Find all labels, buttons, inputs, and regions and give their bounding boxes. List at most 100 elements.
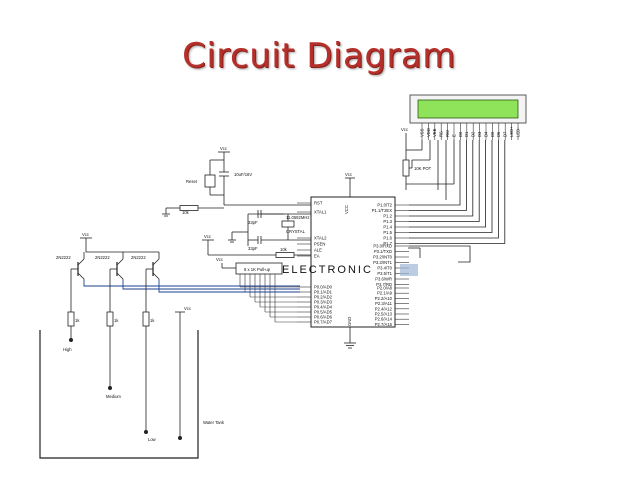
mcu-pin-label: ALE [314,248,322,253]
lcd-pin-label: D3 [477,131,482,137]
transistor-vcc-label: Vcc [82,232,89,237]
potentiometer: 10K POT Vcc [401,127,432,190]
mcu-pin-label: P3.0/RXD [373,244,392,249]
transistor: 2N2222 1k [95,252,300,390]
ea-pullup: Vcc 10k [202,234,311,258]
mcu-pin-label: P2.1/A9 [377,291,393,296]
mcu-pin-label: P0.4/AD4 [314,305,333,310]
mcu-pin-label: P0.5/AD5 [314,310,333,315]
mcu-pin-label: P0.3/AD3 [314,300,333,305]
probe-res-label: 1k [75,318,80,323]
lcd-pin-label: D1 [464,131,469,137]
mcu-pin-label: P2.6/A14 [375,317,393,322]
mcu-pin-label: P0.2/AD2 [314,295,333,300]
transistor-label: 2N2222 [131,255,146,260]
mcu-pin-label: PSEN [314,242,325,247]
mcu-pin-label: P1.6 [383,236,392,241]
mcu-pin-label: P1.2 [383,214,392,219]
mcu-pin-label: P3.2/INT0 [373,255,393,260]
pot-label: 10K POT [414,166,432,171]
transistor-array: 2N2222 1k 2N2222 1k 2N2222 1k Vcc [56,232,300,434]
mcu-pin-label: P2.4/A12 [375,306,393,311]
p3-wiring [408,247,421,258]
crystal [281,220,295,228]
mcu-pin-label: P1.7 [383,241,392,246]
mcu-pin-label: P2.0/A8 [377,286,393,291]
mcu-pin-label: P1.1/T2EX [372,208,392,213]
level-low-label: Low [148,437,157,442]
mcu-pin-label: RST [314,201,323,206]
mcu-pin-label: P0.7/AD7 [314,320,333,325]
data-bus [409,140,506,263]
mcu-pin-label: P2.3/A11 [375,301,393,306]
mcu-pin-label: P2.2/A10 [375,296,393,301]
mcu-pin-label: P0.6/AD6 [314,315,333,320]
tank-label: Water Tank [203,420,225,425]
lcd-pin-label: D2 [471,131,476,137]
crystal-freq-label: 11.0592MHz [286,215,309,220]
mcu-pin-label: P0.1/AD1 [314,290,333,295]
svg-text:VCC: VCC [344,205,349,214]
reset-label: Reset [186,179,198,184]
page-title: Circuit Diagram [182,36,456,76]
mcu-pin-label: P1.0/T2 [377,203,392,208]
lcd-pin-label: VSS [419,128,424,137]
lcd-pin-label: RW [445,130,450,137]
crystal-label: CRYSTAL [286,229,306,234]
probe-res-label: 1k [114,318,119,323]
reset-cap-label: 10uF/16V [234,172,252,177]
ea-res-label: 10k [280,247,288,252]
lcd-pin-label: D0 [458,131,463,137]
reset-res-label: 10k [182,210,190,215]
mcu-pin-label: P3.1/TXD [374,249,392,254]
probe-res-label: 1k [150,318,155,323]
mcu-pin-label: P3.3/INT1 [373,260,393,265]
mcu-pin-label: P1.3 [383,219,392,224]
tank-vcc-label: Vcc [184,306,191,311]
mcu-pin-label: P1.4 [383,225,392,230]
lcd-pin-label: D5 [490,131,495,137]
mcu-pin-label: P3.6/WR [375,277,392,282]
mcu-pin-label: P2.5/A13 [375,312,393,317]
crystal-circuit: 33pF 11.0592MHz CRYSTAL 33pF [228,210,311,251]
mcu-pin-label: XTAL1 [314,210,327,215]
mcu-pin-label: P3.4/T0 [377,266,392,271]
ea-vcc-label: Vcc [204,234,211,239]
lcd-pin-label: VEE [432,128,437,137]
lcd-pin-label: RS [439,131,444,137]
mcu-pin-label: XTAL2 [314,236,327,241]
pullup-pack: 8 x 1K Pull-up Vcc [216,257,297,323]
level-high-label: High [63,347,72,352]
lcd-pin-label: D7 [503,131,508,137]
level-medium-label: Medium [106,394,121,399]
water-tank: Water Tank Vcc High Medium Low [39,306,225,459]
mcu-pin-label: EA [314,254,320,259]
watermark: ELECTRONIC [282,264,373,276]
microcontroller: RSTXTAL1XTAL2PSENALEEAP0.0/AD0P0.1/AD1P0… [297,172,409,349]
mcu-pin-label: P3.7/RD [376,282,392,287]
gnd-label: GND [347,317,352,326]
transistor-label: 2N2222 [95,255,110,260]
transistor-label: 2N2222 [56,255,71,260]
reset-vcc-label: Vcc [220,146,227,151]
lcd-pin-label: E [451,134,456,137]
mcu-pin-label: P0.0/AD0 [314,285,333,290]
mcu-pin-label: P2.7/A15 [375,322,393,327]
mcu-pin-label: P3.5/T1 [377,271,392,276]
pullup-vcc-label: Vcc [216,257,223,262]
lcd-screen [417,99,519,119]
transistor: 2N2222 1k [131,252,300,434]
lcd-vcc-label: Vcc [401,127,408,132]
lcd-pin-label: LED- [515,127,520,137]
pullup-label: 8 x 1K Pull-up [244,267,271,272]
reset-circuit: Vcc 10uF/16V Reset 10k [162,146,311,217]
mcu-vcc-label: Vcc [345,172,352,177]
mcu-pin-label: P1.5 [383,230,392,235]
lcd-control-wiring [406,140,455,200]
lcd-pin-label: VDD [426,128,431,137]
crystal-cap2-label: 33pF [248,246,258,251]
crystal-cap1-label: 33pF [248,220,258,225]
transistor: 2N2222 1k [56,252,300,342]
